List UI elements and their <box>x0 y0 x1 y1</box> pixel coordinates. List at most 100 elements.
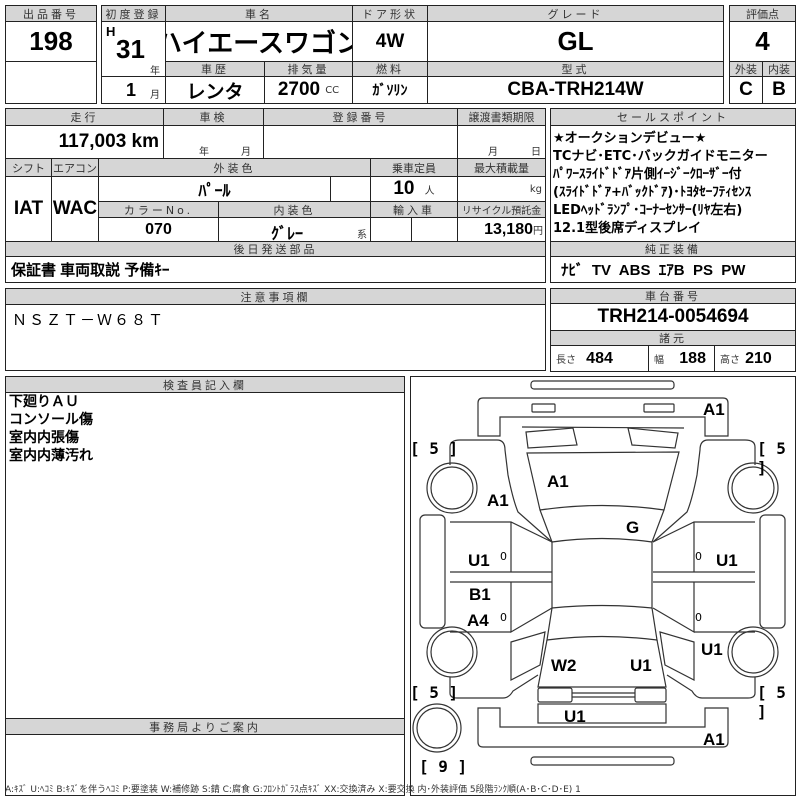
reg-number <box>263 125 458 159</box>
first-reg-label: 初度登録 <box>101 5 166 22</box>
sales-point-line: ★オークションデビュー★ <box>553 131 707 146</box>
mark-rear-bumper: A1 <box>703 730 725 749</box>
reg-year: 31 <box>116 34 145 64</box>
year-unit: 年 <box>150 66 160 77</box>
transfer-cell: 月日 <box>457 125 546 159</box>
yen-unit: 円 <box>533 226 543 237</box>
length-cell: 長さ 484 <box>550 345 649 372</box>
era: H <box>106 24 116 39</box>
sales-point-line: ﾊﾟﾜｰｽﾗｲﾄﾞﾄﾞｱ片側ｲｰｼﾞｰｸﾛｰｻﾞｰ付 <box>553 167 742 182</box>
max-load-cell: kg <box>457 176 546 202</box>
recycle-fee: 13,180 <box>484 220 533 238</box>
grade: GL <box>427 21 724 62</box>
chassis-number: TRH214-0054694 <box>550 303 796 331</box>
width-label: 幅 <box>654 355 664 366</box>
mark-left-front-door: U1 <box>468 551 490 570</box>
inspector-line: コンソール傷 <box>9 412 93 428</box>
int-color-cell: ｸﾞﾚｰ 系 <box>218 217 371 243</box>
later-parts-label: 後日発送部品 <box>5 241 546 257</box>
mark-front-left-fender: A1 <box>487 491 509 510</box>
recycle-label: リサイクル預託金 <box>457 201 546 218</box>
mark-front-bumper: A1 <box>703 400 725 419</box>
mileage: 117,003 km <box>5 125 164 159</box>
mark-rear-panel: U1 <box>564 707 586 726</box>
spare-tire-tread: [ 9 ] <box>419 757 468 776</box>
int-score: B <box>762 76 796 104</box>
reg-number-label: 登録番号 <box>263 108 458 126</box>
model-code: CBA-TRH214W <box>427 76 724 104</box>
aircon: WAC <box>51 176 99 242</box>
height: 210 <box>745 349 772 367</box>
height-cell: 高さ 210 <box>714 345 796 372</box>
shift-label: シフト <box>5 158 52 177</box>
specs-label: 諸元 <box>550 330 796 346</box>
mileage-label: 走行 <box>5 108 164 126</box>
car-name: ハイエースワゴン <box>165 21 353 62</box>
ext-color: ﾊﾟｰﾙ <box>98 176 331 202</box>
import-cell-1 <box>370 217 412 242</box>
import-cell-2 <box>411 217 458 242</box>
notes-text: ＮＳＺＴ－Ｗ６８Ｔ <box>12 311 166 329</box>
aircon-label: エアコン <box>51 158 99 177</box>
inspector-notes: 下廻りＡＵ コンソール傷 室内内張傷 室内内薄汚れ <box>9 393 93 465</box>
notes-label: 注意事項欄 <box>5 288 546 305</box>
mark-hood: A1 <box>547 472 569 491</box>
lot-number: 198 <box>5 21 97 62</box>
equipment: ﾅﾋﾞ TV ABS ｴｱB PS PW <box>550 256 796 283</box>
equipment-label: 純正装備 <box>550 241 796 257</box>
mark-left-rear-door-2: A4 <box>467 611 489 630</box>
cc-unit: CC <box>325 84 340 96</box>
mark-rear-left: W2 <box>551 656 577 675</box>
sales-points: ★オークションデビュー★ TCナビ･ETC･バックガイドモニター ﾊﾟﾜｰｽﾗｲ… <box>550 125 796 242</box>
fuel-label: 燃料 <box>352 61 428 77</box>
mark-right-rear-fender: U1 <box>701 640 723 659</box>
int-color-unit: 系 <box>357 230 367 241</box>
sales-point-line: TCナビ･ETC･バックガイドモニター <box>553 149 768 164</box>
inspection-cell: 年月 <box>163 125 264 159</box>
color-no: 070 <box>98 217 219 242</box>
shift: IAT <box>5 176 52 242</box>
mark-rear-right: U1 <box>630 656 652 675</box>
history-label: 車歴 <box>165 61 265 77</box>
max-load-label: 最大積載量 <box>457 158 546 177</box>
color-no-label: カラーNo. <box>98 201 219 218</box>
transfer-label: 譲渡書類期限 <box>457 108 546 126</box>
history: レンタ <box>165 76 265 104</box>
office-label: 事務局よりご案内 <box>5 718 405 735</box>
import-label: 輸入車 <box>370 201 458 218</box>
month-unit: 月 <box>150 90 160 101</box>
displacement: 2700 <box>277 79 321 100</box>
sales-point-line: LEDﾍｯﾄﾞﾗﾝﾌﾟ･ｺｰﾅｰｾﾝｻｰ(ﾘﾔ左右) <box>553 203 743 218</box>
model-label: 型式 <box>427 61 724 77</box>
grade-label: グレード <box>427 5 724 22</box>
transfer-day-unit: 日 <box>531 147 541 158</box>
displacement-cell: 2700 CC <box>264 76 353 104</box>
zero-mark: 0 <box>695 550 702 563</box>
zero-mark: 0 <box>695 611 702 624</box>
car-diagram <box>410 376 796 796</box>
door-label: ドア形状 <box>352 5 428 22</box>
fuel: ｶﾞｿﾘﾝ <box>352 76 428 104</box>
inspector-line: 室内内薄汚れ <box>9 448 93 464</box>
chassis-label: 車台番号 <box>550 288 796 304</box>
mark-right-front-door: U1 <box>716 551 738 570</box>
ext-score: C <box>729 76 763 104</box>
capacity-label: 乗車定員 <box>370 158 458 177</box>
mark-left-rear-door: B1 <box>469 585 491 604</box>
inspector-label: 検査員記入欄 <box>5 376 405 393</box>
int-color-label: 内装色 <box>218 201 371 218</box>
ext-color-label: 外装色 <box>98 158 371 177</box>
inspection-label: 車検 <box>163 108 264 126</box>
int-color: ｸﾞﾚｰ <box>271 226 304 243</box>
body-left-side <box>419 439 553 699</box>
ext-score-label: 外装 <box>729 61 763 77</box>
mark-windshield: G <box>626 518 640 537</box>
length: 484 <box>586 349 613 367</box>
inspector-line: 室内内張傷 <box>9 430 79 446</box>
sales-point-line: (ｽﾗｲﾄﾞﾄﾞｱ+ﾊﾞｯｸﾄﾞｱ)･ﾄﾖﾀｾｰﾌﾃｨｾﾝｽ <box>553 185 752 200</box>
tire-tread-rr: [ 5 ] <box>757 683 786 721</box>
zero-mark: 0 <box>500 611 507 624</box>
inspector-line: 下廻りＡＵ <box>9 394 79 410</box>
lot-label: 出品番号 <box>5 5 97 22</box>
